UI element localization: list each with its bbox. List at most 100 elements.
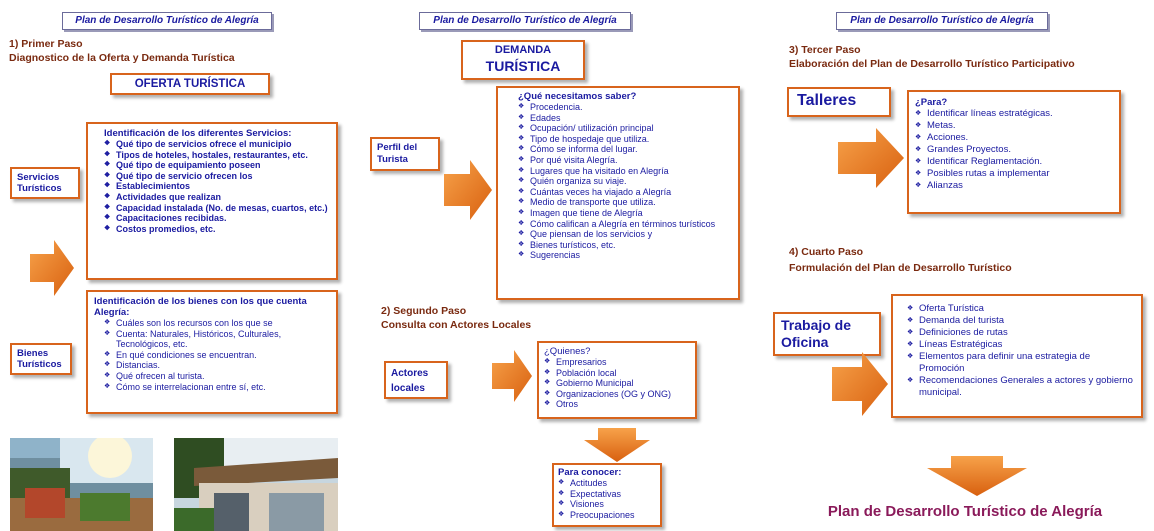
quienes-list: Empresarios Población local Gobierno Mun… [544, 357, 691, 410]
bienes-label: Bienes Turísticos [10, 343, 72, 375]
list-item: Demanda del turista [907, 315, 1135, 327]
step1-subtitle: Diagnostico de la Oferta y Demanda Turís… [9, 52, 235, 64]
list-item: Medio de transporte que utiliza. [518, 197, 732, 208]
list-item: Tipo de hospedaje que utiliza. [518, 134, 732, 145]
list-item: Definiciones de rutas [907, 327, 1135, 339]
step1-title: 1) Primer Paso [9, 38, 83, 50]
list-item: Cuáles son los recursos con los que se [104, 318, 330, 329]
list-item: Líneas Estratégicas [907, 339, 1135, 351]
step2-title: 2) Segundo Paso [381, 305, 467, 317]
demanda-title-line1: DEMANDA [494, 44, 552, 56]
town-photo [10, 438, 153, 531]
list-item: Ocupación/ utilización principal [518, 123, 732, 134]
list-item: Actividades que realizan [104, 192, 330, 203]
list-item: Expectativas [558, 489, 656, 500]
list-item: Qué tipo de servicios ofrece el municipi… [104, 139, 330, 150]
house-photo [174, 438, 338, 531]
list-item: Tipos de hoteles, hostales, restaurantes… [104, 150, 330, 161]
list-item: Cuenta: Naturales, Históricos, Culturale… [104, 329, 330, 350]
para-box: ¿Para? Identificar líneas estratégicas. … [907, 90, 1121, 214]
demanda-list: Procedencia. Edades Ocupación/ utilizaci… [518, 102, 732, 261]
list-item: Lugares que ha visitado en Alegría [518, 166, 732, 177]
servicios-list: Qué tipo de servicios ofrece el municipi… [104, 139, 330, 234]
list-item: Empresarios [544, 357, 691, 368]
perfil-label: Perfil del Turista [370, 137, 440, 171]
trabajo-label: Trabajo de Oficina [773, 312, 881, 356]
list-item: Procedencia. [518, 102, 732, 113]
quienes-box: ¿Quienes? Empresarios Población local Go… [537, 341, 697, 419]
list-item: Identificar Reglamentación. [915, 156, 1113, 168]
list-item: Recomendaciones Generales a actores y go… [907, 375, 1135, 399]
servicios-box-head: Identificación de los diferentes Servici… [104, 128, 292, 139]
list-item: Cuántas veces ha viajado a Alegría [518, 187, 732, 198]
list-item: Distancias. [104, 360, 330, 371]
bienes-box: Identificación de los bienes con los que… [86, 290, 338, 414]
list-item: Cómo se informa del lugar. [518, 144, 732, 155]
arrow-down-icon [584, 428, 650, 462]
list-item: Qué tipo de servicio ofrecen los [104, 171, 330, 182]
list-item: Población local [544, 368, 691, 379]
list-item: Qué ofrecen al turista. [104, 371, 330, 382]
panel2-header: Plan de Desarrollo Turístico de Alegría [419, 12, 631, 30]
list-item: Acciones. [915, 132, 1113, 144]
list-item: Visiones [558, 499, 656, 510]
para-box-head: ¿Para? [915, 97, 948, 108]
list-item: Oferta Turística [907, 303, 1135, 315]
panel3-header: Plan de Desarrollo Turístico de Alegría [836, 12, 1048, 30]
actores-label: Actores locales [384, 361, 448, 399]
list-item: Elementos para definir una estrategia de… [907, 351, 1135, 375]
list-item: Cómo se interrelacionan entre sí, etc. [104, 382, 330, 393]
list-item: Cómo califican a Alegría en términos tur… [518, 219, 732, 230]
list-item: Capacitaciones recibidas. [104, 213, 330, 224]
arrow-right-icon [832, 352, 888, 416]
conocer-box: Para conocer: Actitudes Expectativas Vis… [552, 463, 662, 527]
demanda-title-line2: TURÍSTICA [485, 58, 561, 74]
list-item: Edades [518, 113, 732, 124]
list-item: Actitudes [558, 478, 656, 489]
list-item: Establecimientos [104, 181, 330, 192]
list-item: Qué tipo de equipamiento poseen [104, 160, 330, 171]
list-item: Capacidad instalada (No. de mesas, cuart… [104, 203, 330, 214]
oficina-list: Oferta Turística Demanda del turista Def… [907, 303, 1135, 399]
oficina-box: Oferta Turística Demanda del turista Def… [891, 294, 1143, 418]
servicios-box: Identificación de los diferentes Servici… [86, 122, 338, 280]
step3-title: 3) Tercer Paso [789, 44, 861, 56]
step3-subtitle: Elaboración del Plan de Desarrollo Turís… [789, 58, 1075, 70]
demanda-box: ¿Qué necesitamos saber? Procedencia. Eda… [496, 86, 740, 300]
list-item: Grandes Proyectos. [915, 144, 1113, 156]
arrow-right-icon [838, 128, 904, 188]
arrow-right-icon [30, 240, 74, 296]
demanda-box-head: ¿Qué necesitamos saber? [518, 91, 637, 102]
list-item: Quién organiza su viaje. [518, 176, 732, 187]
list-item: Que piensan de los servicios y [518, 229, 732, 240]
conocer-list: Actitudes Expectativas Visiones Preocupa… [558, 478, 656, 520]
demanda-title: DEMANDA TURÍSTICA [461, 40, 585, 80]
list-item: Costos promedios, etc. [104, 224, 330, 235]
list-item: Organizaciones (OG y ONG) [544, 389, 691, 400]
servicios-label: Servicios Turísticos [10, 167, 80, 199]
list-item: Preocupaciones [558, 510, 656, 521]
quienes-box-head: ¿Quienes? [544, 346, 591, 357]
list-item: Por qué visita Alegría. [518, 155, 732, 166]
step4-subtitle: Formulación del Plan de Desarrollo Turís… [789, 262, 1012, 274]
list-item: Alianzas [915, 180, 1113, 192]
arrow-right-icon [444, 160, 492, 220]
list-item: Metas. [915, 120, 1113, 132]
step4-title: 4) Cuarto Paso [789, 246, 864, 258]
list-item: Gobierno Municipal [544, 378, 691, 389]
final-plan-title: Plan de Desarrollo Turístico de Alegría [827, 503, 1103, 520]
arrow-right-icon [492, 350, 532, 402]
list-item: Otros [544, 399, 691, 410]
list-item: Imagen que tiene de Alegría [518, 208, 732, 219]
step2-subtitle: Consulta con Actores Locales [381, 319, 532, 331]
talleres-label: Talleres [787, 87, 891, 117]
conocer-box-head: Para conocer: [558, 467, 622, 478]
bienes-list: Cuáles son los recursos con los que se C… [94, 318, 330, 392]
list-item: Bienes turísticos, etc. [518, 240, 732, 251]
list-item: En qué condiciones se encuentran. [104, 350, 330, 361]
oferta-title: OFERTA TURÍSTICA [110, 73, 270, 95]
bienes-box-head: Identificación de los bienes con los que… [94, 296, 307, 318]
list-item: Sugerencias [518, 250, 732, 261]
panel1-header: Plan de Desarrollo Turístico de Alegría [62, 12, 272, 30]
list-item: Identificar líneas estratégicas. [915, 108, 1113, 120]
